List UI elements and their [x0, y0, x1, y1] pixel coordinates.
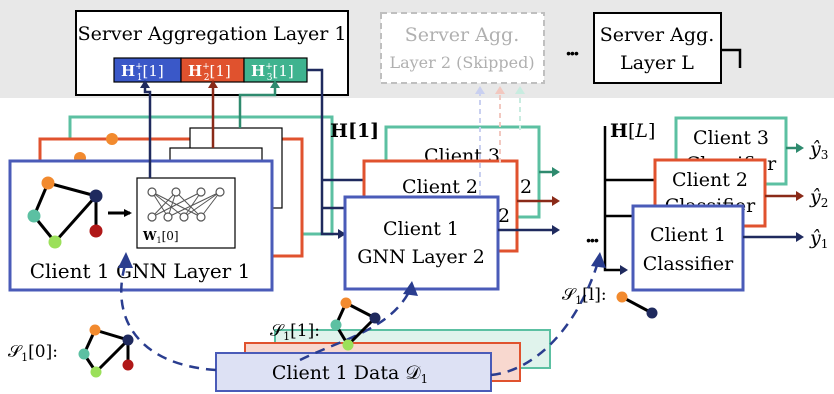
server-ellipsis: •••	[566, 45, 579, 61]
layers-ellipsis: •••	[586, 232, 599, 248]
layer2-client3-peek: 2	[520, 176, 532, 198]
output-y1: ŷ1	[809, 227, 828, 251]
data-to-layer1-arrow	[120, 264, 217, 372]
hL-broadcast-label: H[L]	[610, 120, 655, 142]
data-to-layerl-arrow	[490, 261, 600, 377]
h2-label: H+2[1]	[188, 62, 231, 83]
layer2-client2-peek: 2	[498, 205, 510, 227]
output-y2: ŷ2	[809, 186, 828, 210]
s0-label: 𝒮1[0]:	[8, 342, 58, 364]
server-agg-layer2-line1: Server Agg.	[405, 24, 520, 46]
classifier-client2-line1: Client 2	[672, 169, 748, 191]
skipped-aggregation-arrows	[479, 92, 521, 195]
data-client1-card	[215, 352, 492, 392]
weight-label: W1[0]	[142, 229, 179, 245]
layer1-weight-box: W1[0]	[136, 177, 236, 249]
server-agg-layer2-line2: Layer 2 (Skipped)	[389, 53, 534, 72]
data-client1-label: Client 1 Data 𝒟1	[272, 362, 428, 386]
h1-broadcast-label: H[1]	[330, 120, 379, 142]
classifier-client1-card	[631, 204, 745, 292]
classifier-client1-line1: Client 1	[650, 224, 726, 246]
server-agg-layer2-skipped: Server Agg. Layer 2 (Skipped)	[380, 12, 545, 84]
server-agg-layerL-line1: Server Agg.	[600, 24, 715, 46]
layer1-input-graph	[27, 176, 103, 249]
classifier-client3-line1: Client 3	[693, 127, 769, 149]
server-agg-layer1: Server Aggregation Layer 1 H+1[1] H+2[1]…	[75, 10, 349, 96]
layer1-client1-title: Client 1 GNN Layer 1	[30, 259, 251, 283]
h1-label: H+1[1]	[121, 62, 164, 83]
layer2-client1-card	[343, 195, 500, 291]
layer2-client2-label: Client 2	[402, 176, 478, 198]
server-agg-layerL: Server Agg. Layer L	[593, 12, 722, 84]
server-agg-layer1-title: Server Aggregation Layer 1	[78, 23, 347, 45]
up-arrow-client3	[238, 82, 277, 128]
output-y3: ŷ3	[809, 138, 828, 162]
layer2-client1-line1: Client 1	[383, 218, 459, 240]
s1-subgraph	[330, 297, 381, 351]
layer2-client1-line2: GNN Layer 2	[357, 246, 485, 268]
server-agg-layerL-line2: Layer L	[620, 52, 694, 74]
sl-subgraph	[616, 291, 658, 319]
h3-label: H+3[1]	[251, 62, 294, 83]
sl-label: 𝒮1[l]:	[562, 285, 607, 307]
classifier-client1-line2: Classifier	[643, 253, 734, 275]
s1-label: 𝒮1[1]:	[270, 321, 320, 343]
back-node-orange	[106, 133, 118, 145]
s0-subgraph	[78, 324, 134, 378]
